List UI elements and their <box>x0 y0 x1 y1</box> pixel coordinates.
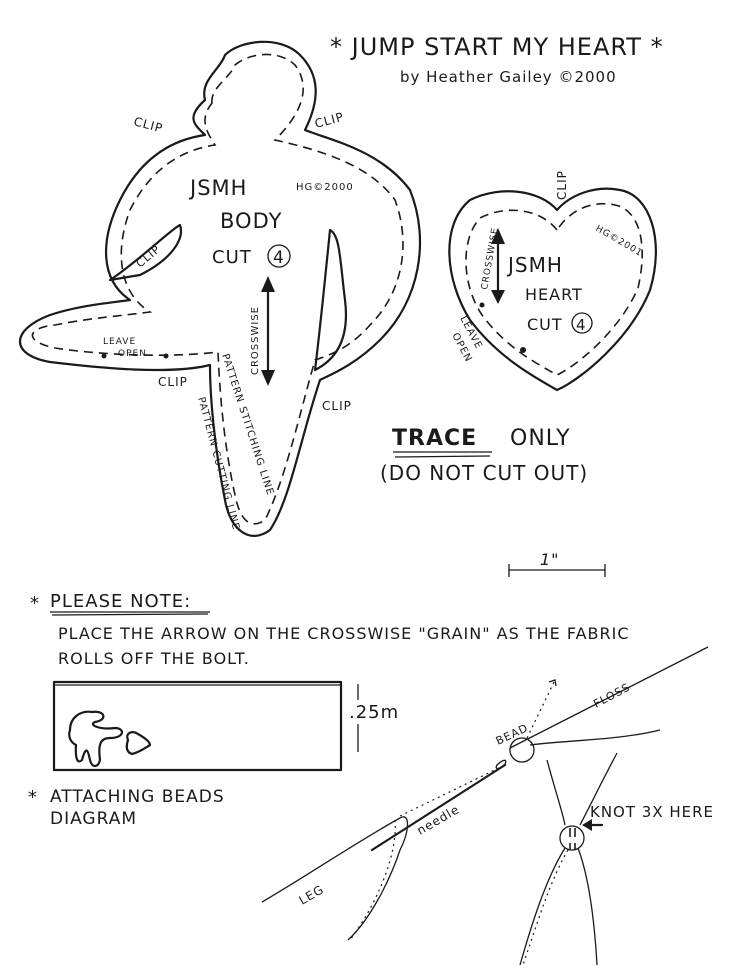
thread-path <box>399 764 506 817</box>
heart-piece-label: HEART <box>525 285 583 304</box>
body-cut-count-circle <box>267 244 291 268</box>
heart-signature: HG©2001 <box>594 224 645 259</box>
body-clip-label: CLIP <box>158 375 188 389</box>
beads-heading-1: ATTACHING BEADS <box>50 787 225 807</box>
trace-underline <box>394 455 491 458</box>
leave-open-marker <box>163 353 169 359</box>
direction-arrow <box>526 679 556 739</box>
heart-grain-arrow-up-head <box>491 228 505 244</box>
heart-cut-count: 4 <box>576 316 587 334</box>
knot-label: KNOT 3X HERE <box>590 803 714 821</box>
leg-outline <box>261 816 409 941</box>
knot-strand-right <box>579 752 618 826</box>
leave-open-marker <box>479 302 485 308</box>
body-clip-label: CLIP <box>132 114 164 135</box>
body-cut-count: 4 <box>273 248 285 268</box>
needle-eye <box>495 759 507 770</box>
heart-cut-label: CUT <box>527 315 563 334</box>
pattern-byline: by Heather Gailey ©2000 <box>400 68 617 86</box>
do-not-cut-text: (DO NOT CUT OUT) <box>380 461 588 485</box>
trace-only-text: ONLY <box>510 426 571 451</box>
note-heading: PLEASE NOTE: <box>50 591 191 612</box>
knot-bead <box>559 825 585 851</box>
knot-leg-stitch <box>522 849 569 966</box>
fabric-rectangle <box>52 680 343 772</box>
body-piece-label: BODY <box>220 209 282 233</box>
fabric-heart-miniature <box>125 731 152 756</box>
scale-bar: 1" <box>508 550 606 577</box>
leave-open-marker <box>520 347 526 353</box>
knot-leg-outline <box>519 847 566 966</box>
cutting-line-label: PATTERN CUTTING LINE <box>195 396 241 532</box>
leave-open-marker <box>101 353 107 359</box>
heart-cut-count-circle <box>571 312 593 334</box>
heart-cutting-line <box>448 187 657 392</box>
body-leave-open-label-2: OPEN <box>118 349 147 359</box>
knot-pointer-arrow-head <box>582 819 592 831</box>
please-note-section: * PLEASE NOTE: PLACE THE ARROW ON THE CR… <box>30 591 630 668</box>
body-hand-loop <box>108 223 183 282</box>
floss-label: FLOSS <box>591 681 632 711</box>
scale-label: 1" <box>540 550 560 569</box>
body-grain-arrow-up-head <box>261 276 275 292</box>
bead <box>509 737 535 763</box>
body-grain-label: CROSSWISE <box>250 306 261 375</box>
needle <box>370 763 507 852</box>
pattern-title: * JUMP START MY HEART * <box>330 33 664 61</box>
fabric-body-miniature <box>68 710 123 768</box>
floss-tail <box>529 729 661 746</box>
body-grain-arrow-down-head <box>261 370 275 386</box>
heart-clip-label: CLIP <box>555 170 569 200</box>
trace-only-note: TRACE ONLY (DO NOT CUT OUT) <box>380 426 588 485</box>
knot-strand-left <box>546 759 566 826</box>
body-cut-label: CUT <box>212 247 252 268</box>
beads-asterisk: * <box>28 787 38 808</box>
body-name-label: JSMH <box>188 176 247 200</box>
note-asterisk: * <box>30 593 40 614</box>
direction-arrow-head <box>548 679 557 687</box>
fabric-width-label: .25m <box>349 702 399 723</box>
heart-stitching-line <box>465 203 643 376</box>
heart-name-label: JSMH <box>506 253 563 277</box>
body-clip-label: CLIP <box>322 399 352 413</box>
body-clip-label: CLIP <box>313 110 345 131</box>
heart-grain-arrow-down-head <box>491 290 505 304</box>
body-arm-gap <box>313 228 348 372</box>
note-underline <box>51 613 209 616</box>
body-pattern-piece: JSMH BODY CUT 4 HG©2000 CROSSWISE CLIP C… <box>19 40 422 537</box>
heart-pattern-piece: JSMH HEART CUT 4 HG©2001 CROSSWISE CLIP … <box>448 170 657 392</box>
body-leave-open-label: LEAVE <box>103 337 136 347</box>
knot-leg-outline <box>577 847 598 966</box>
note-line-2: ROLLS OFF THE BOLT. <box>58 649 250 668</box>
trace-emphasis: TRACE <box>392 426 477 451</box>
beads-heading-2: DIAGRAM <box>50 809 137 829</box>
attaching-beads-section: * ATTACHING BEADS DIAGRAM BEAD FLOSS nee… <box>28 646 714 966</box>
floss-line <box>509 646 709 749</box>
fabric-layout-diagram: .25m <box>52 680 399 772</box>
body-clip-label: CLIP <box>134 243 164 271</box>
note-line-1: PLACE THE ARROW ON THE CROSSWISE "GRAIN"… <box>58 624 630 643</box>
leg-label: LEG <box>297 882 327 907</box>
body-signature: HG©2000 <box>296 182 354 193</box>
body-stitching-line <box>31 53 404 525</box>
